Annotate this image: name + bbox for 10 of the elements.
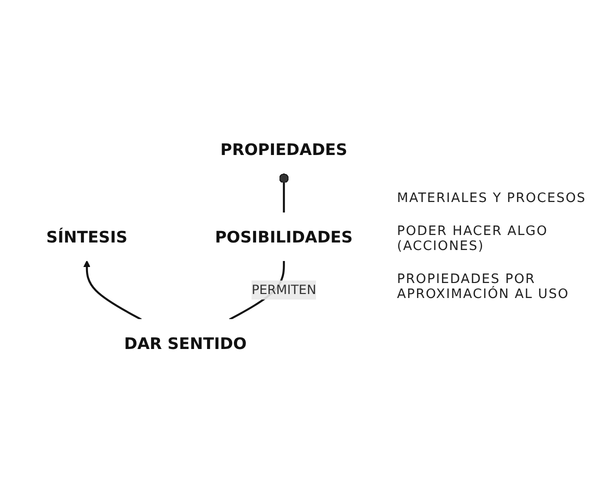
note-text: PODER HACER ALGO (ACCIONES)	[397, 224, 549, 254]
arrow	[83, 260, 142, 320]
note-text: MATERIALES Y PROCESOS	[397, 190, 587, 206]
note-text: PROPIEDADES POR APROXIMACIÓN AL USO	[397, 272, 570, 302]
node-text: PROPIEDADES	[220, 139, 348, 158]
connector	[279, 172, 289, 213]
edge-label: PERMITEN	[252, 282, 316, 297]
node-text: SÍNTESIS	[46, 226, 128, 246]
node-text: DAR SENTIDO	[124, 334, 247, 353]
node-text: POSIBILIDADES	[215, 226, 353, 246]
